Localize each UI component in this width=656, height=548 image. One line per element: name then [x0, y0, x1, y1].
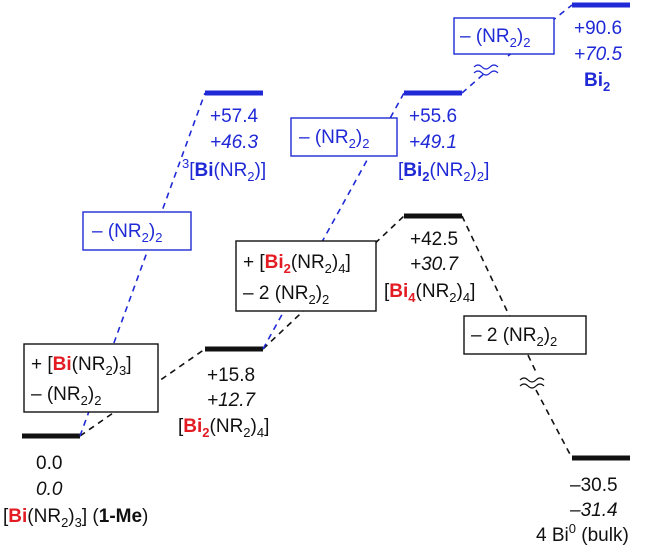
level-free-energy-bi2-nr2-2: +49.1 [409, 132, 457, 153]
step-box-blue-3-label: – (NR2)2 [460, 26, 530, 50]
step-box-3 [463, 315, 587, 355]
path-3-to-bulk-b [535, 389, 573, 459]
level-species-bi2: Bi2 [584, 70, 610, 94]
level-species-bi2-nr2-2: [Bi2(NR2)2] [398, 160, 489, 184]
level-species-bi4-nr2-4: [Bi4(NR2)4] [384, 281, 475, 305]
level-energy-bi2: +90.6 [574, 18, 622, 39]
break-mark-blue [473, 64, 499, 76]
step-box-2 [235, 240, 377, 312]
level-free-energy-bi-nr2-3: 0.0 [36, 479, 63, 500]
step-box-1-line1: + [Bi(NR2)3] [31, 354, 132, 378]
step-box-blue-2 [290, 117, 398, 157]
level-energy-bi-nr2-3: 0.0 [36, 453, 62, 474]
step-box-2-line1: + [Bi2(NR2)4] [243, 252, 351, 276]
step-box-blue-1-label: – (NR2)2 [92, 221, 162, 245]
level-species-bi-nr2-3: [Bi(NR2)3] (1-Me) [3, 506, 148, 530]
step-box-3-label: – 2 (NR2)2 [471, 325, 557, 349]
level-free-energy-bi2-nr2-4: +12.7 [207, 390, 257, 411]
level-free-energy-bi-bulk: –31.4 [569, 500, 618, 521]
step-box-blue-2-label: – (NR2)2 [299, 127, 369, 151]
level-free-energy-bi-nr2-triplet: +46.3 [210, 132, 259, 153]
path-1-to-2 [79, 348, 206, 437]
level-energy-bi2-nr2-4: +15.8 [207, 365, 255, 386]
path-blue-3a [461, 71, 487, 94]
level-species-bi-nr2-triplet: 3[Bi(NR2)] [182, 156, 266, 184]
level-energy-bi2-nr2-2: +55.6 [409, 106, 457, 127]
level-energy-bi-bulk: –30.5 [570, 475, 618, 496]
break-mark-black [519, 377, 545, 389]
step-box-2-line2: – 2 (NR2)2 [243, 283, 329, 307]
step-box-1 [23, 343, 159, 413]
level-species-bi-bulk: 4 Bi0 (bulk) [536, 521, 629, 546]
level-energy-bi4-nr2-4: +42.5 [410, 229, 458, 250]
step-box-1-line2: – (NR2)2 [31, 384, 101, 408]
level-energy-bi-nr2-triplet: +57.4 [210, 106, 259, 127]
step-box-blue-3 [453, 17, 555, 55]
level-species-bi2-nr2-4: [Bi2(NR2)4] [178, 416, 269, 440]
level-free-energy-bi2: +70.5 [574, 44, 623, 65]
level-free-energy-bi4-nr2-4: +30.7 [410, 254, 460, 275]
step-box-blue-1 [82, 211, 192, 251]
